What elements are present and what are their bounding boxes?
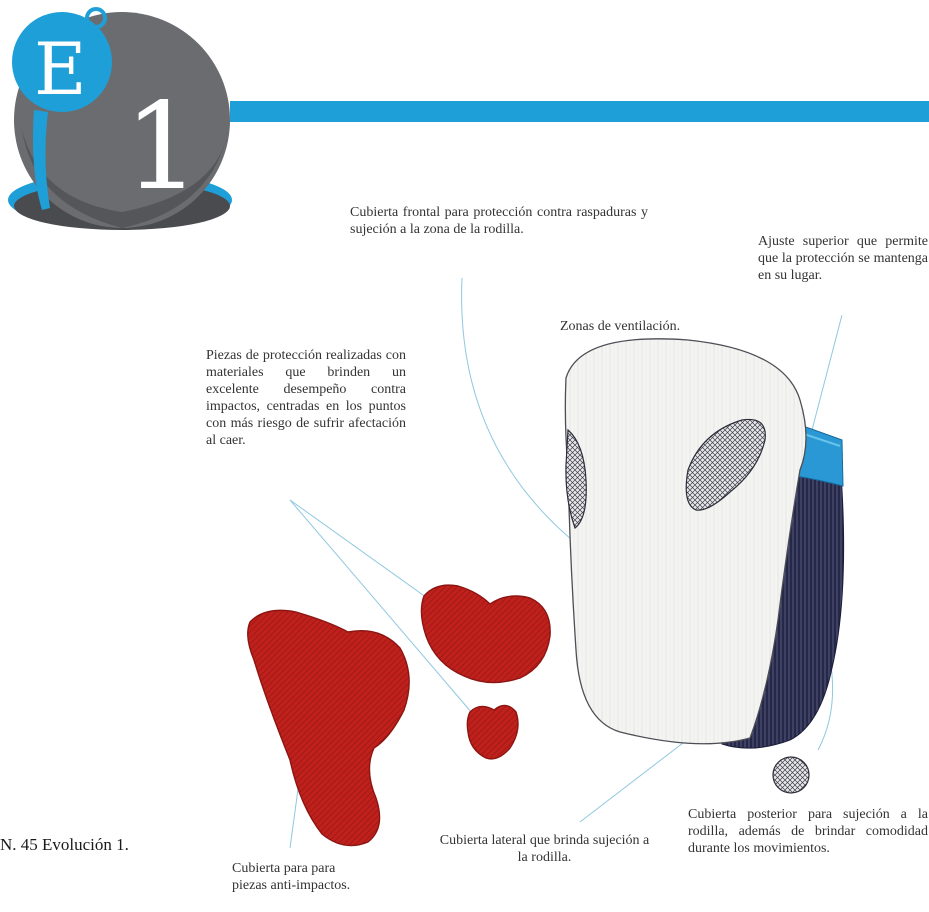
top-adjustment-band	[795, 424, 844, 487]
ventilation-zone-left	[565, 428, 587, 529]
badge-letter: E	[34, 27, 87, 111]
impact-pad-small	[466, 704, 519, 760]
badge-number: 1	[124, 78, 200, 217]
figure-caption: N. 45 Evolución 1.	[0, 835, 129, 854]
header-accent-stripe	[230, 101, 929, 122]
leader-frontal	[461, 277, 573, 541]
annotation-top-adjustment: Ajuste superior que permite que la prote…	[758, 234, 928, 283]
annotation-lateral-cover: Cubierta lateral que brinda sujeción a l…	[439, 833, 650, 865]
annotation-impact-pieces: Piezas de protección realizadas con mate…	[206, 348, 406, 448]
annotation-rear-cover: Cubierta posterior para sujeción a la ro…	[688, 807, 928, 856]
annotation-frontal-cover: Cubierta frontal para protección contra …	[350, 205, 648, 237]
annotation-pad-cover: Cubierta para para piezas anti-impactos.	[232, 861, 351, 893]
rear-ventilation-circle	[772, 756, 810, 794]
leader-ajuste	[811, 314, 843, 431]
ventilation-zone-right	[685, 418, 766, 511]
evolution-badge-icon: E 1	[8, 7, 232, 230]
annotation-ventilation-zones: Zonas de ventilación.	[560, 319, 681, 334]
leader-piezas-top	[289, 499, 431, 601]
impact-pad-medium	[420, 584, 551, 684]
leader-piezas-bottom	[289, 499, 479, 721]
impact-pad-large	[247, 609, 410, 847]
